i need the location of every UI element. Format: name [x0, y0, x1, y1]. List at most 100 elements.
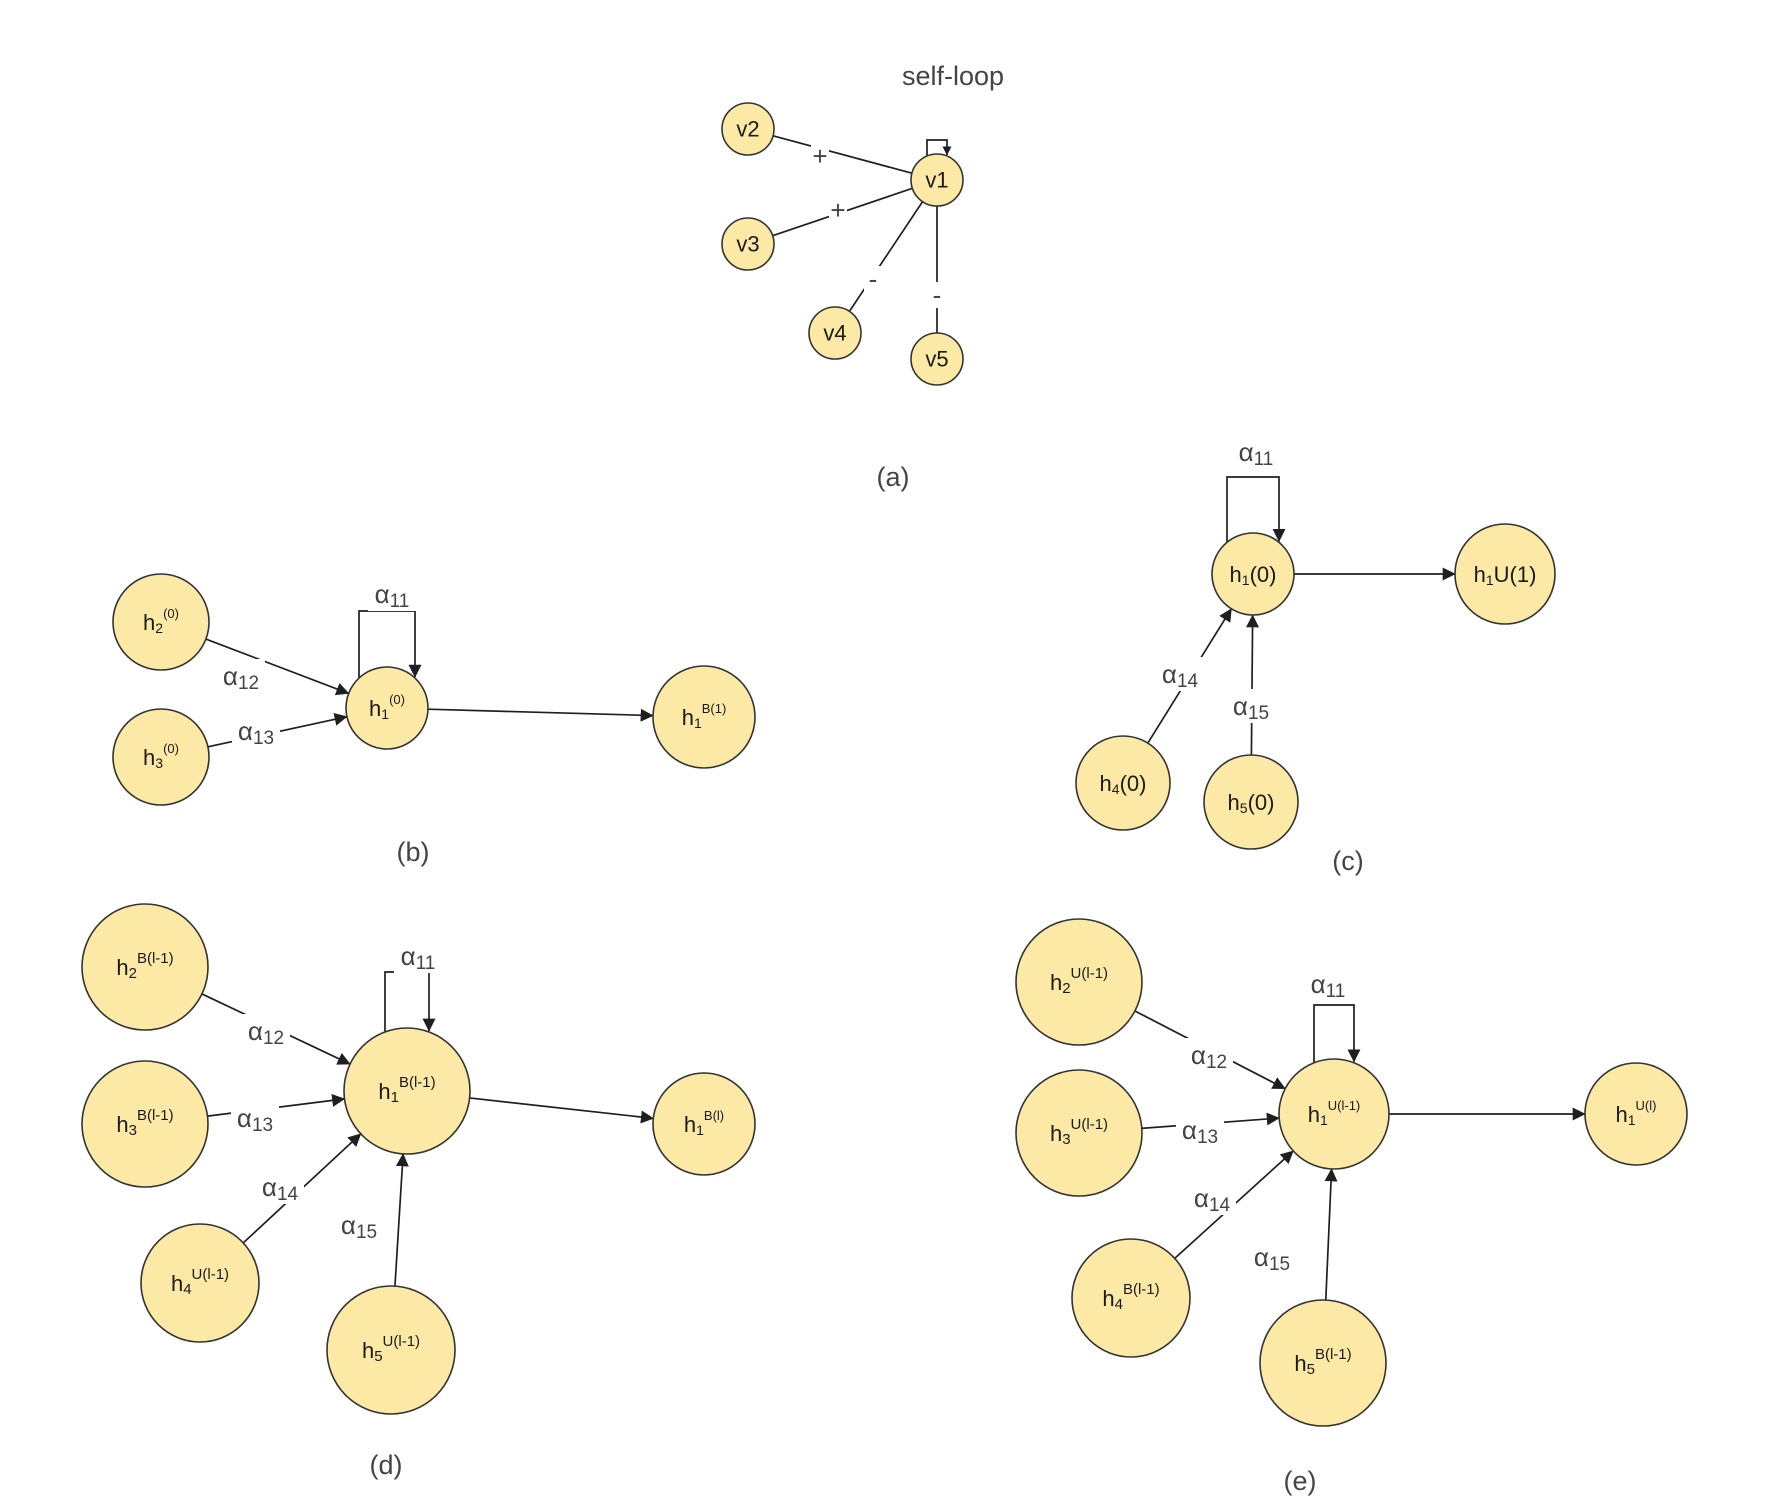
node-c-h5: h5(0)	[1203, 754, 1299, 850]
node-b-h2: h2(0)	[112, 573, 210, 671]
node-b-h1: h1(0)	[345, 666, 429, 750]
label-bg	[368, 577, 416, 611]
node-circle	[81, 903, 209, 1031]
edge-weight-d-h3-h1: α13	[237, 1103, 273, 1136]
node-circle	[1071, 1238, 1191, 1358]
node-label: h4B(l-1)	[1102, 1281, 1159, 1313]
edge-sign-v5-v1: -	[933, 280, 942, 310]
node-circle	[1015, 1069, 1143, 1197]
node-a-v2: v2	[721, 102, 775, 156]
node-circle	[140, 1223, 260, 1343]
node-label: h3(0)	[143, 741, 179, 772]
edge-d-h1-out	[469, 1097, 654, 1124]
node-a-v4: v4	[808, 306, 862, 360]
panel-caption-e: (e)	[1284, 1466, 1317, 1496]
node-label: v1	[925, 168, 948, 193]
panel-e: h2U(l-1)h3U(l-1)h4B(l-1)h5B(l-1)h1U(l-1)…	[1015, 918, 1688, 1496]
node-circle	[910, 332, 964, 386]
node-d-h4: h4U(l-1)	[140, 1223, 260, 1343]
node-label: h2(0)	[143, 606, 179, 637]
panel-caption-b: (b)	[397, 837, 430, 867]
node-e-h3: h3U(l-1)	[1015, 1069, 1143, 1197]
label-bg	[335, 1208, 383, 1242]
label-bg	[232, 714, 280, 748]
sign-bg	[864, 266, 882, 292]
node-circle	[652, 1072, 756, 1176]
edge-a-v2-v1	[772, 134, 913, 175]
edge-weight-c-h1-h1: α11	[1239, 437, 1274, 470]
label-bg	[256, 1170, 304, 1204]
node-circle	[1278, 1058, 1390, 1170]
self-loop-edge-a	[926, 139, 952, 156]
sign-bg	[829, 197, 847, 223]
sign-bg	[928, 282, 946, 308]
node-circle	[1203, 754, 1299, 850]
edge-sign-v4-v1: -	[869, 264, 878, 294]
node-circle	[112, 708, 210, 806]
edge-weight-d-h1-h1: α11	[401, 941, 436, 974]
node-d-h3: h3B(l-1)	[81, 1060, 209, 1188]
label-bg	[394, 939, 442, 973]
edge-weight-e-h1-h1: α11	[1311, 969, 1346, 1002]
node-label: h1U(l-1)	[1308, 1098, 1361, 1129]
node-circle	[1454, 523, 1556, 625]
node-circle	[1075, 735, 1171, 831]
node-label: h1(0)	[1230, 562, 1277, 589]
self-loop-edge-d	[384, 971, 436, 1032]
edge-weight-b-h1-h1: α11	[375, 579, 410, 612]
panel-caption-d: (d)	[370, 1450, 403, 1480]
node-label: v3	[736, 232, 759, 257]
edge-weight-b-h3-h1: α13	[238, 716, 274, 749]
edge-weight-e-h2-h1: α12	[1191, 1040, 1227, 1073]
label-bg	[1227, 689, 1275, 723]
node-circle	[1015, 918, 1143, 1046]
node-a-v5: v5	[910, 332, 964, 386]
edge-c-h5-h1	[1246, 614, 1260, 756]
edge-b-h1-out	[427, 708, 654, 722]
node-b-out: h1B(1)	[652, 665, 756, 769]
panel-d: h2B(l-1)h3B(l-1)h4U(l-1)h5U(l-1)h1B(l-1)…	[81, 903, 756, 1480]
panel-caption-c: (c)	[1332, 846, 1363, 876]
node-c-h1: h1(0)	[1211, 532, 1295, 616]
node-b-h3: h3(0)	[112, 708, 210, 806]
node-e-out: h1U(l)	[1584, 1062, 1688, 1166]
label-bg	[1185, 1038, 1233, 1072]
edge-weight-b-h2-h1: α12	[223, 661, 259, 694]
node-circle	[112, 573, 210, 671]
node-circle	[721, 217, 775, 271]
node-d-h2: h2B(l-1)	[81, 903, 209, 1031]
edge-weight-c-h5-h1: α15	[1233, 691, 1269, 724]
node-a-v1: v1	[910, 153, 964, 207]
panel-title-a: self-loop	[902, 61, 1004, 91]
node-label: h5B(l-1)	[1294, 1346, 1351, 1378]
self-loop-edge-e	[1313, 1004, 1361, 1063]
node-circle	[345, 666, 429, 750]
node-circle	[81, 1060, 209, 1188]
node-e-h1: h1U(l-1)	[1278, 1058, 1390, 1170]
node-label: v2	[736, 117, 759, 142]
edge-weight-d-h2-h1: α12	[248, 1016, 284, 1049]
label-bg	[1188, 1181, 1236, 1215]
label-bg	[1156, 657, 1204, 691]
node-circle	[721, 102, 775, 156]
edge-a-v4-v1	[848, 201, 924, 312]
node-circle	[1211, 532, 1295, 616]
node-label: v4	[823, 321, 846, 346]
edge-b-h2-h1	[205, 638, 350, 696]
edge-weight-e-h3-h1: α13	[1182, 1115, 1218, 1148]
node-e-h4: h4B(l-1)	[1071, 1238, 1191, 1358]
node-circle	[1584, 1062, 1688, 1166]
node-label: h3U(l-1)	[1050, 1116, 1108, 1148]
node-d-out: h1B(l)	[652, 1072, 756, 1176]
panel-caption-a: (a)	[877, 462, 910, 492]
edge-weight-e-h4-h1: α14	[1194, 1183, 1231, 1216]
node-label: h2B(l-1)	[116, 950, 173, 982]
node-c-out: h1U(1)	[1454, 523, 1556, 625]
label-bg	[242, 1014, 290, 1048]
node-label: h1B(l)	[684, 1108, 724, 1139]
edge-sign-v2-v1: +	[812, 141, 827, 171]
node-circle	[343, 1027, 471, 1155]
label-bg	[217, 659, 265, 693]
node-circle	[1259, 1299, 1387, 1427]
